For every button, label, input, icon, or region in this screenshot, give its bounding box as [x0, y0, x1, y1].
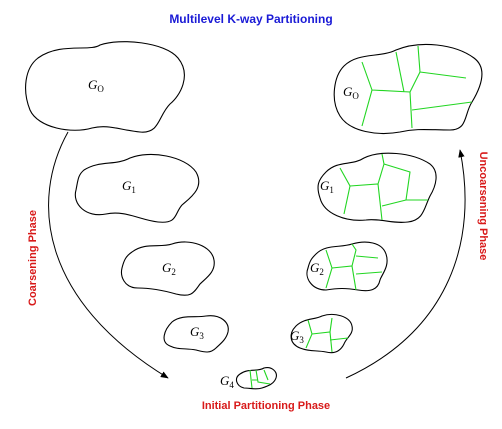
graph-g4-bottom: G4	[220, 367, 277, 390]
label-g1-right: G1	[320, 178, 334, 195]
graph-g3-right: G3	[290, 313, 353, 354]
label-g3-right: G3	[290, 328, 304, 345]
diagram-title: Multilevel K-way Partitioning	[169, 12, 333, 26]
graph-g0-right: GO	[333, 43, 483, 134]
label-g0-left: GO	[88, 77, 104, 94]
uncoarsening-arrow	[345, 149, 466, 379]
label-g3-left: G3	[190, 324, 204, 341]
graph-g1-left: G1	[74, 153, 200, 223]
coarsening-phase-label: Coarsening Phase	[27, 210, 39, 306]
graph-g1-right: G1	[317, 152, 437, 223]
label-g4-bottom: G4	[220, 373, 234, 390]
coarsening-arrow	[48, 131, 169, 379]
graph-g2-right: G2	[306, 241, 388, 292]
label-g1-left: G1	[122, 178, 136, 195]
initial-phase-label: Initial Partitioning Phase	[202, 400, 330, 412]
label-g2-right: G2	[310, 260, 324, 277]
graph-g3-left: G3	[163, 315, 229, 353]
graph-g2-left: G2	[120, 241, 215, 296]
label-g0-right: GO	[343, 84, 359, 101]
graph-g0-left: GO	[25, 41, 185, 133]
uncoarsening-phase-label: Uncoarsening Phase	[477, 152, 489, 261]
label-g2-left: G2	[162, 260, 176, 277]
